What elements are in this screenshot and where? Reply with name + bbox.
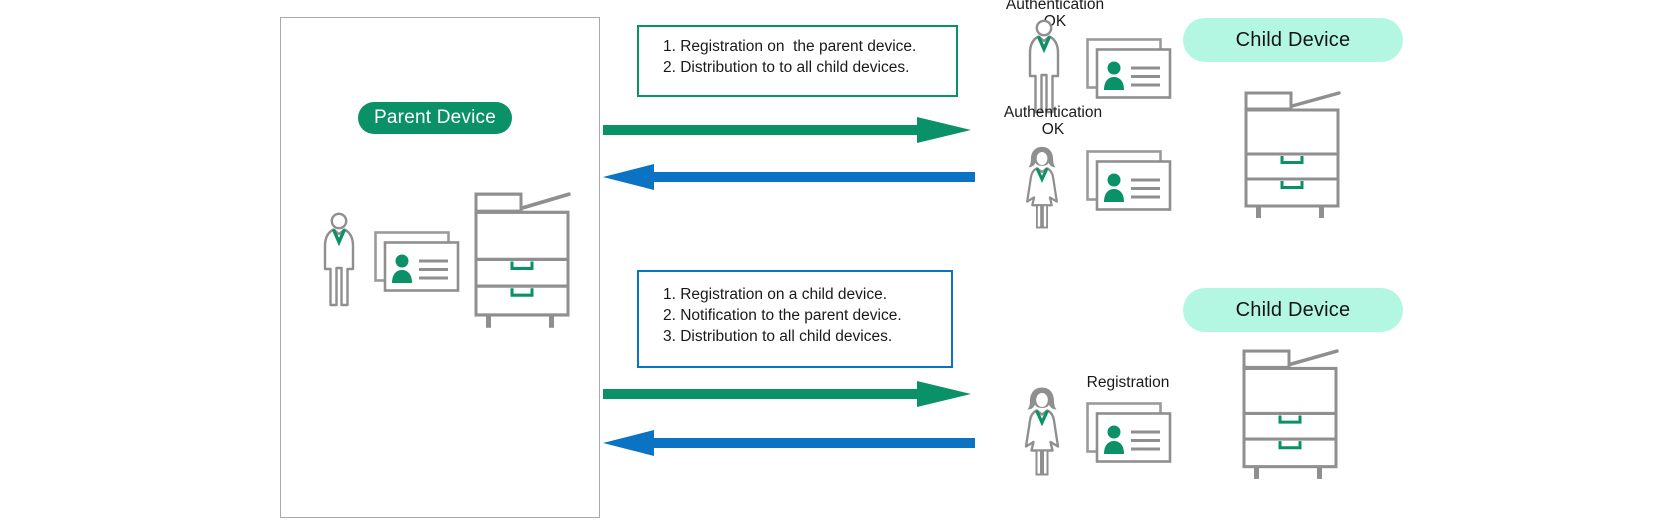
auth-ok-label-2-line1: Authentication	[1003, 104, 1103, 121]
child-device-pill-bottom: Child Device	[1183, 288, 1403, 332]
child-device-pill-top: Child Device	[1183, 18, 1403, 62]
woman-user-icon	[1021, 385, 1063, 483]
arrow-body	[603, 125, 918, 135]
arrow-head	[917, 381, 971, 407]
arrow-head	[603, 430, 654, 456]
flow-bottom-instruction-box: 1. Registration on a child device. 2. No…	[637, 270, 953, 368]
parent-device-pill-label: Parent Device	[374, 107, 496, 128]
printer-icon	[474, 192, 573, 331]
registration-label-text: Registration	[1086, 374, 1170, 391]
auth-ok-label-1-line1: Authentication	[1005, 0, 1105, 13]
id-card-icon	[1086, 402, 1172, 464]
id-card-icon	[374, 231, 460, 293]
printer-icon	[1242, 349, 1341, 482]
woman-user-icon	[1021, 146, 1063, 234]
flow-bottom-line-3: 3. Distribution to all child devices.	[663, 328, 893, 345]
arrow-head	[917, 117, 971, 143]
arrow-body	[653, 172, 975, 182]
arrow-body	[603, 389, 918, 399]
flow-top-line-1: 1. Registration on the parent device.	[663, 38, 917, 55]
parent-device-pill: Parent Device	[358, 102, 512, 134]
arrow-body	[653, 438, 975, 448]
flow-top-line-2: 2. Distribution to to all child devices.	[663, 59, 910, 76]
arrow-head	[603, 164, 654, 190]
child-device-pill-bottom-label: Child Device	[1235, 298, 1351, 321]
man-user-icon	[321, 212, 357, 309]
auth-ok-label-2: Authentication OK	[993, 104, 1113, 138]
registration-label: Registration	[1068, 374, 1188, 391]
auth-ok-label-2-line2: OK	[1041, 121, 1065, 138]
id-card-icon	[1086, 38, 1172, 100]
man-user-icon	[1026, 19, 1062, 116]
flow-bottom-line-2: 2. Notification to the parent device.	[663, 307, 902, 324]
id-card-icon	[1086, 150, 1172, 212]
child-device-pill-top-label: Child Device	[1235, 28, 1351, 51]
printer-icon	[1244, 91, 1343, 221]
flow-bottom-line-1: 1. Registration on a child device.	[663, 286, 888, 303]
flow-top-instruction-box: 1. Registration on the parent device. 2.…	[637, 25, 958, 97]
